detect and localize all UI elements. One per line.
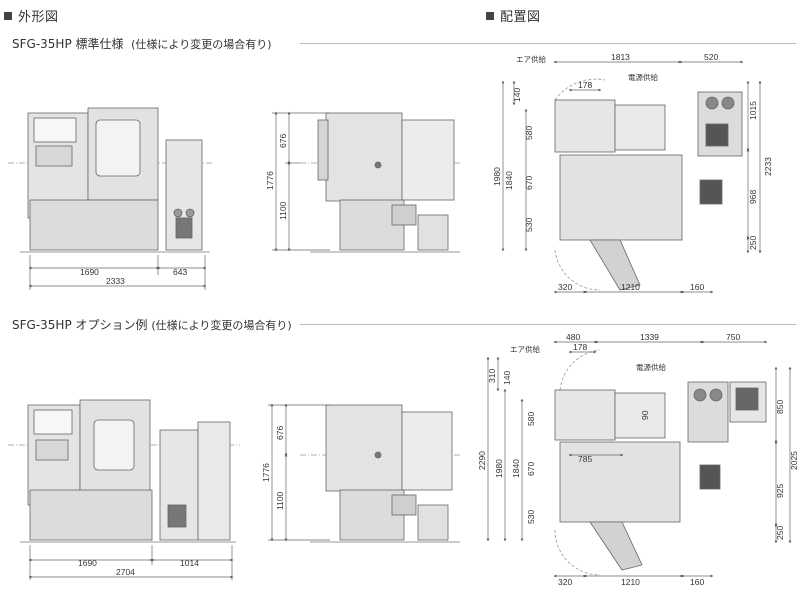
outline-header-text: 外形図 [18, 10, 59, 25]
gauge-icon [185, 208, 195, 218]
section-1-plan-dims [501, 60, 762, 294]
dim-plan-530: 530 [526, 510, 536, 524]
dim-plan-480: 480 [566, 332, 580, 342]
dim-plan-1813: 1813 [611, 52, 630, 62]
machine-base [29, 199, 159, 251]
section-2-title-text: SFG-35HP オプション例 [12, 318, 148, 332]
layout-header-text: 配置図 [500, 10, 541, 25]
dim-plan-90: 90 [640, 410, 650, 420]
dim-side-676: 676 [278, 134, 288, 148]
dim-plan-1980: 1980 [492, 167, 502, 186]
section-1-front-view [8, 107, 212, 253]
machine-window [95, 119, 141, 177]
dim-side-1100: 1100 [275, 491, 285, 510]
plan-body [559, 154, 683, 241]
side-cover [325, 404, 403, 492]
dim-plan-1210: 1210 [621, 282, 640, 292]
dim-plan-1840: 1840 [504, 171, 514, 190]
dim-plan-140: 140 [512, 88, 522, 102]
dim-plan-2290: 2290 [477, 451, 487, 470]
section-2-front-view [8, 399, 240, 543]
section-2-plan-dims [486, 340, 792, 578]
dim-plan-310: 310 [487, 369, 497, 383]
dim-plan-320: 320 [558, 282, 572, 292]
section-1-front-dims [28, 255, 207, 290]
dim-side-676: 676 [275, 426, 285, 440]
dim-plan-785: 785 [578, 454, 592, 464]
dim-plan-1980: 1980 [494, 459, 504, 478]
section-1-note: (仕様により変更の場合有り) [131, 38, 272, 51]
side-door [401, 119, 455, 201]
control-screen [33, 409, 73, 435]
section-2-front-dims [28, 545, 234, 580]
power-supply-label: 電源供給 [636, 362, 666, 372]
dim-front-1014: 1014 [180, 558, 199, 568]
plan-chip-conveyor [589, 239, 641, 291]
gauge-icon [173, 208, 183, 218]
dim-plan-320: 320 [558, 577, 572, 587]
section-1-rule [300, 43, 796, 44]
section-2-title: SFG-35HP オプション例 (仕様により変更の場合有り) [12, 316, 292, 333]
section-1-plan-view [554, 78, 743, 291]
section-2-side-dims [268, 403, 330, 542]
power-supply-label: 電源供給 [628, 72, 658, 82]
dim-plan-925: 925 [775, 484, 785, 498]
dim-front-643: 643 [173, 267, 187, 277]
dim-plan-160: 160 [690, 577, 704, 587]
machine-base [29, 489, 153, 541]
dim-front-1690: 1690 [80, 267, 99, 277]
dim-plan-1339: 1339 [640, 332, 659, 342]
dim-plan-670: 670 [526, 462, 536, 476]
dim-front-1690: 1690 [78, 558, 97, 568]
dim-plan-520: 520 [704, 52, 718, 62]
dim-plan-178: 178 [578, 80, 592, 90]
dim-plan-2025: 2025 [789, 451, 799, 470]
plan-coolant-unit [699, 179, 723, 205]
dim-plan-968: 968 [748, 190, 758, 204]
square-bullet-icon [486, 12, 494, 20]
dim-front-2704: 2704 [116, 567, 135, 577]
option-unit [197, 421, 231, 541]
side-unit [391, 204, 417, 226]
dim-plan-1840: 1840 [511, 459, 521, 478]
dim-plan-530: 530 [524, 218, 534, 232]
dim-plan-580: 580 [524, 126, 534, 140]
dim-plan-670: 670 [524, 176, 534, 190]
side-cover [325, 112, 403, 202]
section-2-rule [300, 324, 796, 325]
dim-plan-580: 580 [526, 412, 536, 426]
dim-side-1100: 1100 [278, 201, 288, 220]
section-1-side-view [300, 112, 460, 253]
bar-feeder-grille [175, 217, 193, 239]
outline-header: 外形図 [4, 6, 59, 25]
dim-plan-250: 250 [748, 236, 758, 250]
dim-front-2333: 2333 [106, 276, 125, 286]
control-screen [33, 117, 77, 143]
dim-side-1776: 1776 [261, 463, 271, 482]
dim-plan-750: 750 [726, 332, 740, 342]
dim-plan-140: 140 [502, 371, 512, 385]
section-1-title: SFG-35HP 標準仕様 (仕様により変更の場合有り) [12, 35, 272, 52]
dim-plan-2233: 2233 [763, 157, 773, 176]
plan-headstock [554, 99, 616, 153]
section-2-side-view [300, 404, 460, 543]
layout-header: 配置図 [486, 6, 541, 25]
dim-plan-160: 160 [690, 282, 704, 292]
spindle-icon [374, 161, 382, 169]
control-keys [35, 145, 73, 167]
section-2-note: (仕様により変更の場合有り) [151, 319, 292, 332]
dim-plan-1210: 1210 [621, 577, 640, 587]
dim-plan-850: 850 [775, 400, 785, 414]
square-bullet-icon [4, 12, 12, 20]
air-supply-label: エア供給 [510, 344, 540, 354]
spindle-icon [374, 451, 382, 459]
dim-plan-178: 178 [573, 342, 587, 352]
dim-plan-1015: 1015 [748, 101, 758, 120]
dim-side-1776: 1776 [265, 171, 275, 190]
section-1-title-text: SFG-35HP 標準仕様 [12, 37, 124, 51]
air-supply-label: エア供給 [516, 54, 546, 64]
section-1-side-dims [272, 111, 330, 252]
dim-plan-250: 250 [775, 526, 785, 540]
